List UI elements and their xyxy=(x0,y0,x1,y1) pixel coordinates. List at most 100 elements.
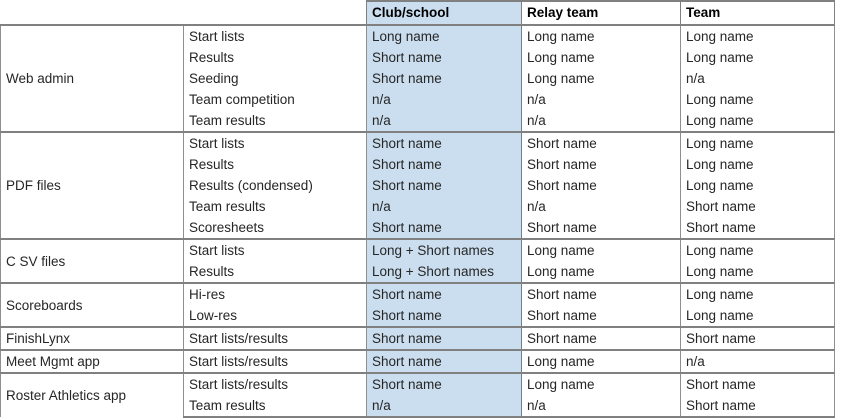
row-group-label: PDF files xyxy=(0,131,184,239)
row-kind-label: Start lists/results xyxy=(183,349,367,374)
table-head: Club/school Relay team Team xyxy=(0,0,835,26)
column-header-club-school: Club/school xyxy=(366,0,522,26)
row-kind-label: Start lists xyxy=(183,238,367,261)
row-group-label: Roster Athletics app xyxy=(0,372,184,417)
cell-team: Short name xyxy=(680,395,835,418)
cell-team: Long name xyxy=(680,261,835,284)
cell-relay-team: n/a xyxy=(521,395,681,418)
row-kind-label: Hi-res xyxy=(183,282,367,305)
row-group-label: Scoreboards xyxy=(0,282,184,327)
cell-relay-team: Long name xyxy=(521,372,681,395)
cell-team: n/a xyxy=(680,68,835,89)
cell-team: Long name xyxy=(680,282,835,305)
cell-team: Long name xyxy=(680,89,835,110)
row-kind-label: Start lists/results xyxy=(183,372,367,395)
cell-team: Long name xyxy=(680,47,835,68)
cell-relay-team: Long name xyxy=(521,238,681,261)
column-header-relay-team: Relay team xyxy=(521,0,681,26)
row-group-label: Meet Mgmt app xyxy=(0,349,184,374)
cell-relay-team: Long name xyxy=(521,349,681,374)
header-kind-blank xyxy=(183,1,367,25)
cell-team: Long name xyxy=(680,305,835,328)
cell-relay-team: n/a xyxy=(521,110,681,133)
cell-club-school: Short name xyxy=(366,47,522,68)
row-kind-label: Seeding xyxy=(183,68,367,89)
cell-team: Short name xyxy=(680,196,835,217)
cell-relay-team: n/a xyxy=(521,196,681,217)
row-kind-label: Results xyxy=(183,261,367,284)
row-kind-label: Team competition xyxy=(183,89,367,110)
row-kind-label: Results (condensed) xyxy=(183,175,367,196)
cell-team: Short name xyxy=(680,217,835,240)
cell-relay-team: Long name xyxy=(521,47,681,68)
cell-relay-team: Short name xyxy=(521,282,681,305)
cell-club-school: Short name xyxy=(366,372,522,395)
cell-team: Short name xyxy=(680,372,835,395)
cell-club-school: Short name xyxy=(366,349,522,374)
cell-team: n/a xyxy=(680,349,835,374)
cell-relay-team: Short name xyxy=(521,326,681,351)
cell-club-school: n/a xyxy=(366,110,522,133)
header-group-blank xyxy=(0,1,184,25)
cell-club-school: Short name xyxy=(366,68,522,89)
cell-relay-team: Short name xyxy=(521,217,681,240)
row-kind-label: Results xyxy=(183,154,367,175)
cell-team: Long name xyxy=(680,238,835,261)
cell-club-school: n/a xyxy=(366,196,522,217)
cell-club-school: Long + Short names xyxy=(366,261,522,284)
cell-team: Short name xyxy=(680,326,835,351)
row-group-label: C SV files xyxy=(0,238,184,283)
cell-relay-team: Short name xyxy=(521,154,681,175)
row-kind-label: Low-res xyxy=(183,305,367,328)
cell-club-school: Short name xyxy=(366,154,522,175)
cell-team: Long name xyxy=(680,110,835,133)
cell-relay-team: Short name xyxy=(521,131,681,154)
cell-relay-team: Short name xyxy=(521,305,681,328)
cell-relay-team: Long name xyxy=(521,24,681,47)
cell-club-school: n/a xyxy=(366,395,522,418)
cell-club-school: Short name xyxy=(366,305,522,328)
row-kind-label: Start lists/results xyxy=(183,326,367,351)
column-header-team: Team xyxy=(680,0,835,26)
cell-club-school: Short name xyxy=(366,131,522,154)
cell-club-school: Long name xyxy=(366,24,522,47)
row-kind-label: Team results xyxy=(183,395,367,418)
row-group-label: Web admin xyxy=(0,24,184,132)
cell-club-school: Short name xyxy=(366,282,522,305)
cell-club-school: Short name xyxy=(366,217,522,240)
cell-team: Long name xyxy=(680,24,835,47)
cell-relay-team: Short name xyxy=(521,175,681,196)
row-group-label: FinishLynx xyxy=(0,326,184,351)
cell-club-school: Long + Short names xyxy=(366,238,522,261)
row-kind-label: Results xyxy=(183,47,367,68)
row-kind-label: Start lists xyxy=(183,131,367,154)
cell-club-school: Short name xyxy=(366,175,522,196)
cell-team: Long name xyxy=(680,131,835,154)
cell-team: Long name xyxy=(680,175,835,196)
row-kind-label: Start lists xyxy=(183,24,367,47)
cell-relay-team: n/a xyxy=(521,89,681,110)
cell-club-school: n/a xyxy=(366,89,522,110)
row-kind-label: Scoresheets xyxy=(183,217,367,240)
